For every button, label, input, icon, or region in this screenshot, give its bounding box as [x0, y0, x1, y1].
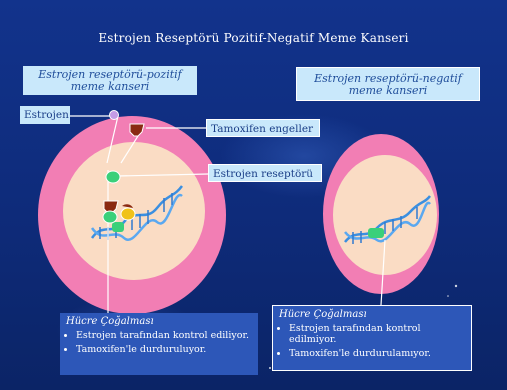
right-info-bullet: Estrojen tarafından kontrol edilmiyor. — [289, 323, 465, 345]
right-panel-label: Estrojen reseptörü-negatif meme kanseri — [296, 67, 480, 101]
right-dna-green-segment — [368, 228, 384, 238]
tamoxifen-callout: Tamoxifen engeller — [206, 119, 320, 137]
left-info-heading: Hücre Çoğalması — [66, 316, 252, 327]
left-dna-green-segment — [112, 222, 124, 232]
left-info-list: Estrojen tarafından kontrol ediliyor. Ta… — [66, 330, 252, 355]
left-info-box: Hücre Çoğalması Estrojen tarafından kont… — [60, 313, 258, 375]
right-panel-label-text: Estrojen reseptörü-negatif meme kanseri — [314, 72, 462, 97]
left-panel-label-text: Estrojen reseptörü-pozitif meme kanseri — [38, 68, 182, 93]
slide-title: Estrojen Reseptörü Pozitif-Negatif Meme … — [0, 31, 507, 45]
left-info-bullet: Estrojen tarafından kontrol ediliyor. — [76, 330, 252, 341]
estrogen-molecule — [110, 111, 119, 120]
estrogen-receptor — [106, 171, 120, 183]
receptor-callout: Estrojen reseptörü — [208, 164, 322, 182]
right-info-heading: Hücre Çoğalması — [279, 309, 465, 320]
right-info-list: Estrojen tarafından kontrol edilmiyor. T… — [279, 323, 465, 359]
right-info-box: Hücre Çoğalması Estrojen tarafından kont… — [272, 305, 472, 371]
left-panel-label: Estrojen reseptörü-pozitif meme kanseri — [23, 66, 197, 95]
estrogen-callout: Estrojen — [20, 106, 70, 124]
left-info-bullet: Tamoxifen'le durduruluyor. — [76, 344, 252, 355]
right-info-bullet: Tamoxifen'le durdurulamıyor. — [289, 348, 465, 359]
